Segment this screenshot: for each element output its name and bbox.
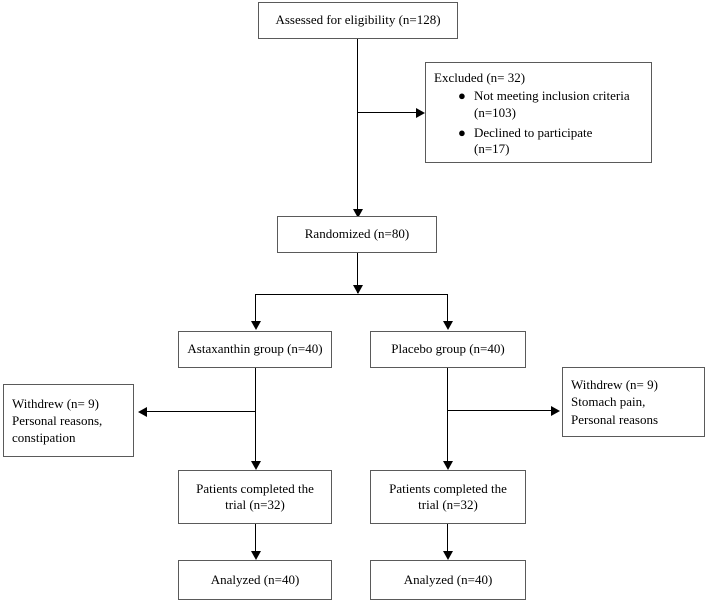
node-randomized-label: Randomized (n=80) — [304, 226, 410, 242]
connector-randomized-down — [357, 253, 358, 293]
node-analyzed-placebo-label: Analyzed (n=40) — [403, 571, 493, 587]
arrowhead-allocation-split — [353, 285, 363, 294]
node-completed-placebo-line-1: Patients completed the — [389, 480, 507, 496]
connector-to-withdrew-right — [447, 410, 552, 411]
arrowhead-into-astaxanthin-group — [251, 321, 261, 330]
list-item: ● Not meeting inclusion criteria (n=103) — [458, 88, 630, 121]
connector-to-placebo-group — [447, 294, 448, 322]
node-withdrew-placebo-line-3: Personal reasons — [571, 411, 659, 427]
arrowhead-into-excluded — [416, 108, 425, 118]
node-excluded-reason-list: ● Not meeting inclusion criteria (n=103)… — [434, 88, 630, 161]
arrowhead-into-withdrew-left — [138, 407, 147, 417]
node-completed-astaxanthin-line-1: Patients completed the — [196, 480, 314, 496]
node-analyzed-astaxanthin: Analyzed (n=40) — [178, 560, 332, 600]
connector-allocation-horizontal — [255, 294, 448, 295]
connector-to-astaxanthin-group — [255, 294, 256, 322]
node-withdrew-placebo: Withdrew (n= 9) Stomach pain, Personal r… — [562, 367, 705, 437]
bullet-icon: ● — [458, 88, 466, 104]
arrowhead-into-completed-right — [443, 461, 453, 470]
connector-placebo-to-completed — [447, 368, 448, 468]
node-withdrew-placebo-line-2: Stomach pain, — [571, 394, 646, 410]
node-assessed-for-eligibility-label: Assessed for eligibility (n=128) — [275, 12, 441, 28]
connector-to-excluded — [357, 112, 417, 113]
node-astaxanthin-group-label: Astaxanthin group (n=40) — [187, 341, 323, 357]
node-withdrew-astaxanthin-line-2: Personal reasons, — [12, 412, 103, 428]
node-analyzed-astaxanthin-label: Analyzed (n=40) — [210, 571, 300, 587]
connector-completed-to-analyzed-left — [255, 524, 256, 558]
connector-completed-to-analyzed-right — [447, 524, 448, 558]
node-excluded-title: Excluded (n= 32) — [434, 70, 526, 85]
node-completed-astaxanthin-line-2: trial (n=32) — [225, 497, 285, 512]
arrowhead-into-completed-left — [251, 461, 261, 470]
arrowhead-into-analyzed-left — [251, 551, 261, 560]
arrowhead-into-randomized — [353, 209, 363, 218]
node-analyzed-placebo: Analyzed (n=40) — [370, 560, 526, 600]
node-completed-placebo-line-2: trial (n=32) — [418, 497, 478, 512]
node-randomized: Randomized (n=80) — [277, 216, 437, 253]
arrowhead-into-analyzed-right — [443, 551, 453, 560]
node-assessed-for-eligibility: Assessed for eligibility (n=128) — [258, 2, 458, 39]
connector-to-withdrew-left — [147, 411, 256, 412]
excluded-reason-2-line-2: (n=17) — [474, 141, 510, 157]
bullet-icon: ● — [458, 124, 466, 140]
node-completed-placebo: Patients completed the trial (n=32) — [370, 470, 526, 524]
node-withdrew-placebo-line-1: Withdrew (n= 9) — [571, 377, 658, 393]
arrowhead-into-withdrew-right — [551, 406, 560, 416]
arrowhead-into-placebo-group — [443, 321, 453, 330]
excluded-reason-1-line-2: (n=103) — [474, 104, 516, 120]
node-astaxanthin-group: Astaxanthin group (n=40) — [178, 331, 332, 368]
list-item: ● Declined to participate (n=17) — [458, 124, 630, 158]
node-excluded: Excluded (n= 32) ● Not meeting inclusion… — [425, 62, 652, 163]
connector-enrollment-to-randomized — [357, 39, 358, 215]
node-completed-astaxanthin: Patients completed the trial (n=32) — [178, 470, 332, 524]
node-withdrew-astaxanthin-line-1: Withdrew (n= 9) — [12, 395, 99, 411]
excluded-reason-2-line-1: Declined to participate — [474, 124, 593, 140]
connector-astaxanthin-to-completed — [255, 368, 256, 468]
node-placebo-group: Placebo group (n=40) — [370, 331, 526, 368]
node-withdrew-astaxanthin: Withdrew (n= 9) Personal reasons, consti… — [3, 384, 134, 457]
excluded-reason-1-line-1: Not meeting inclusion criteria — [474, 88, 630, 104]
node-placebo-group-label: Placebo group (n=40) — [391, 341, 505, 357]
node-withdrew-astaxanthin-line-3: constipation — [12, 430, 76, 446]
